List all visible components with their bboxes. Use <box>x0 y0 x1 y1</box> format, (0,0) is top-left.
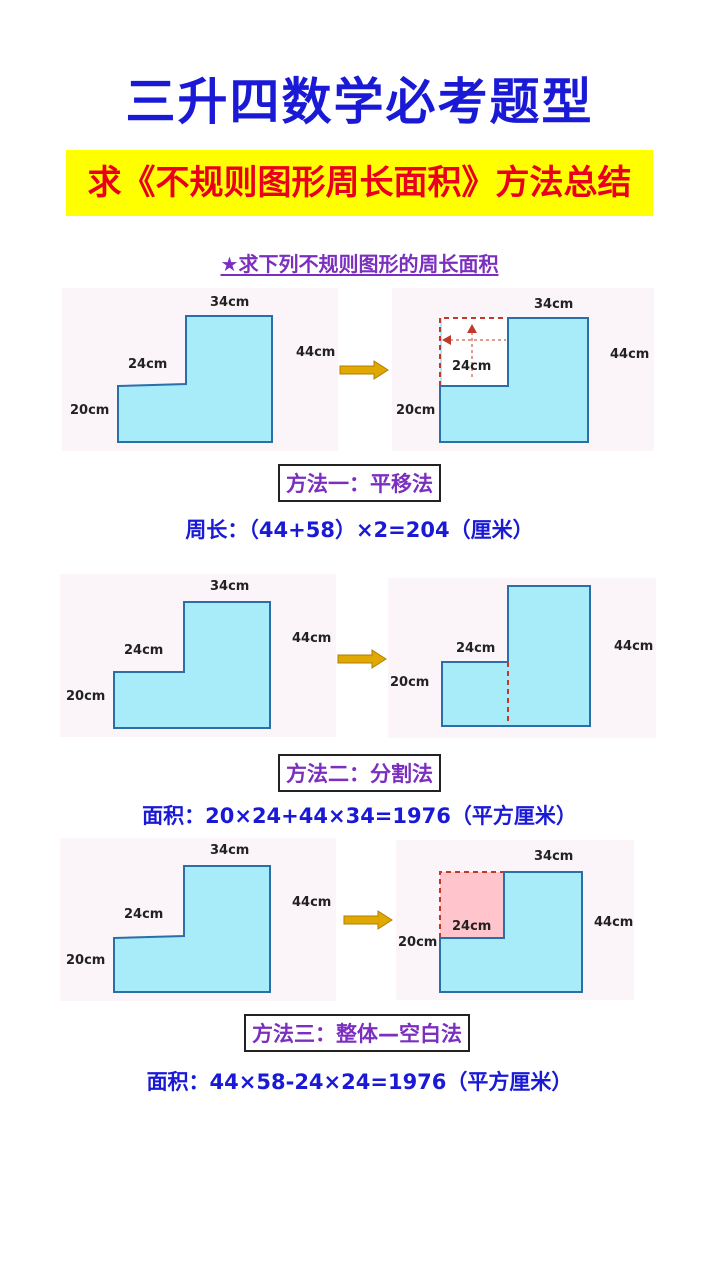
right-arrow-icon <box>337 649 387 669</box>
label-right: 44cm <box>292 631 331 646</box>
label-right: 44cm <box>610 347 649 362</box>
label-step: 24cm <box>124 907 163 922</box>
label-left: 20cm <box>66 689 105 704</box>
l-shape <box>117 315 273 443</box>
label-step: 24cm <box>452 919 491 934</box>
arrow-left-icon <box>442 335 451 345</box>
label-top: 34cm <box>210 843 249 858</box>
figure-method-1: 34cm 44cm 24cm 20cm <box>392 288 654 451</box>
arrow-up-icon <box>467 324 477 333</box>
translated-edges <box>439 317 508 386</box>
label-top: 34cm <box>210 579 249 594</box>
label-step: 24cm <box>452 359 491 374</box>
l-shape-outline <box>439 317 589 443</box>
right-arrow-icon <box>343 910 393 930</box>
figure-original-2: 34cm 44cm 24cm 20cm <box>60 574 336 737</box>
subtitle-text: 求《不规则图形周长面积》方法总结 <box>87 163 632 203</box>
label-right: 44cm <box>594 915 633 930</box>
notch-white <box>442 318 508 386</box>
label-top: 34cm <box>534 849 573 864</box>
label-top: 34cm <box>210 295 249 310</box>
figure-method-2: 44cm 24cm 20cm <box>388 578 656 738</box>
prompt-text: ★求下列不规则图形的周长面积 <box>220 252 499 276</box>
label-right: 44cm <box>614 639 653 654</box>
l-shape-diagram: 34cm 44cm 24cm 20cm <box>70 295 335 443</box>
method-3-label: 方法三：整体—空白法 <box>244 1014 470 1052</box>
figure-method-3: 34cm 44cm 24cm 20cm <box>396 840 634 1000</box>
method-1-formula: 周长：（44+58）×2=204（厘米） <box>185 518 534 542</box>
division-diagram: 44cm 24cm 20cm <box>390 585 653 727</box>
label-step: 24cm <box>456 641 495 656</box>
l-shape-diagram: 34cm 44cm 24cm 20cm <box>66 843 331 993</box>
label-left: 20cm <box>70 403 109 418</box>
whole-minus-blank-diagram: 34cm 44cm 24cm 20cm <box>398 849 633 993</box>
translation-diagram: 34cm 44cm 24cm 20cm <box>396 297 649 443</box>
l-shape <box>441 585 591 727</box>
method-3-formula: 面积：44×58-24×24=1976（平方厘米） <box>146 1070 573 1094</box>
label-left: 20cm <box>390 675 429 690</box>
label-right: 44cm <box>292 895 331 910</box>
label-left: 20cm <box>66 953 105 968</box>
right-arrow-icon <box>339 360 389 380</box>
figure-original-1: 34cm 44cm 24cm 20cm <box>62 288 338 451</box>
figure-original-3: 34cm 44cm 24cm 20cm <box>60 838 336 1001</box>
label-left: 20cm <box>396 403 435 418</box>
subtitle-banner: 求《不规则图形周长面积》方法总结 <box>66 150 653 216</box>
label-top: 34cm <box>534 297 573 312</box>
label-right: 44cm <box>296 345 335 360</box>
l-shape <box>113 601 271 729</box>
l-shape-outline <box>439 871 583 993</box>
method-1-label: 方法一：平移法 <box>278 464 441 502</box>
label-step: 24cm <box>128 357 167 372</box>
l-shape-diagram: 34cm 44cm 24cm 20cm <box>66 579 331 729</box>
blank-square <box>440 872 504 938</box>
page-title: 三升四数学必考题型 <box>125 73 594 131</box>
l-shape <box>113 865 271 993</box>
prompt: ★求下列不规则图形的周长面积 <box>0 248 719 277</box>
label-left: 20cm <box>398 935 437 950</box>
method-2-label: 方法二：分割法 <box>278 754 441 792</box>
label-step: 24cm <box>124 643 163 658</box>
method-2-formula: 面积：20×24+44×34=1976（平方厘米） <box>142 804 577 828</box>
blank-edges <box>439 871 504 938</box>
